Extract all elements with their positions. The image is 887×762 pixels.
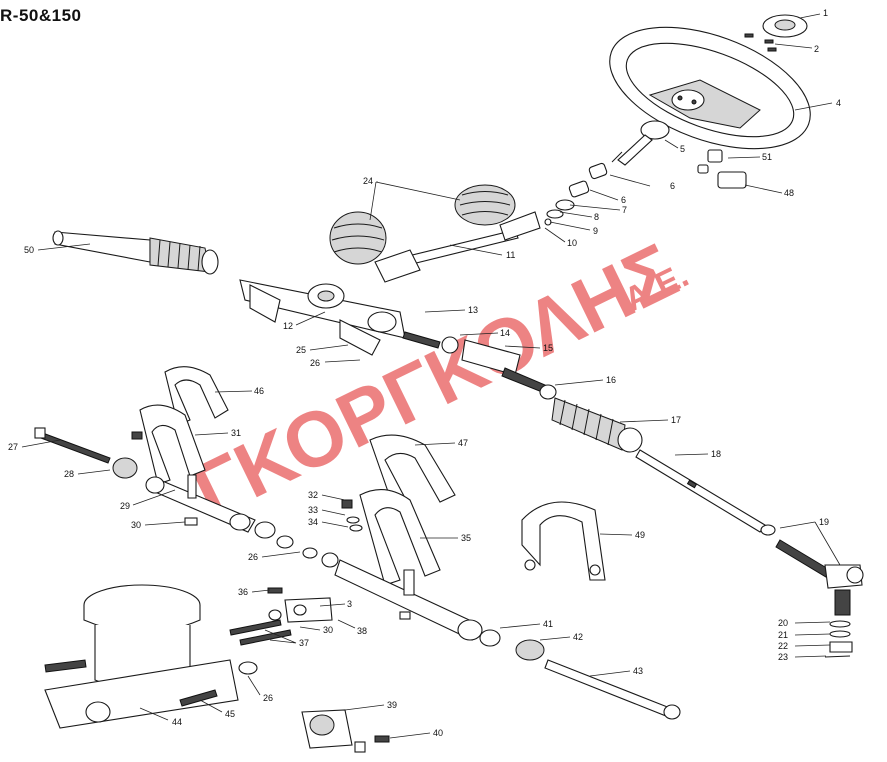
rack-inner <box>441 336 557 400</box>
callout-26c: 26 <box>263 693 273 703</box>
pedal-35 <box>334 489 483 641</box>
callout-35: 35 <box>461 533 471 543</box>
steering-hub <box>611 120 670 166</box>
callout-13: 13 <box>468 305 478 315</box>
callout-27: 27 <box>8 442 18 452</box>
callout-15: 15 <box>543 343 553 353</box>
callout-40: 40 <box>433 728 443 738</box>
callout-3: 3 <box>347 599 352 609</box>
callout-49: 49 <box>635 530 645 540</box>
steering-boots <box>329 184 516 265</box>
callout-50: 50 <box>24 245 34 255</box>
pushrod <box>479 629 681 720</box>
callout-43: 43 <box>633 666 643 676</box>
callout-29: 29 <box>120 501 130 511</box>
steering-column <box>374 211 541 283</box>
callout-34: 34 <box>308 517 318 527</box>
callout-11: 11 <box>506 250 515 260</box>
pedal-hardware <box>34 427 415 620</box>
callout-20: 20 <box>778 618 788 628</box>
callout-28: 28 <box>64 469 74 479</box>
pedal-46 <box>164 366 229 426</box>
switch-39 <box>301 709 390 753</box>
callout-6a: 6 <box>670 181 675 191</box>
tie-rod-hardware <box>824 620 853 658</box>
cap-screws <box>744 33 777 52</box>
callout-47: 47 <box>458 438 468 448</box>
callout-38: 38 <box>357 626 367 636</box>
callout-2: 2 <box>814 44 819 54</box>
pedal-31 <box>139 404 256 533</box>
tie-rod-end <box>760 524 864 616</box>
callout-14: 14 <box>500 328 510 338</box>
u-bracket <box>521 501 606 581</box>
callout-12: 12 <box>283 321 293 331</box>
callout-36: 36 <box>238 587 248 597</box>
callout-33: 33 <box>308 505 318 515</box>
callout-44: 44 <box>172 717 182 727</box>
master-cylinder-hardware <box>179 587 333 707</box>
callout-17: 17 <box>671 415 681 425</box>
master-cylinder <box>44 584 239 729</box>
callout-16: 16 <box>606 375 616 385</box>
callout-4: 4 <box>836 98 841 108</box>
tie-rod <box>635 449 766 533</box>
callout-22: 22 <box>778 641 788 651</box>
diagram-title: R-50&150 <box>0 6 82 25</box>
callout-45: 45 <box>225 709 235 719</box>
steering-wheel <box>609 26 811 150</box>
callout-37: 37 <box>299 638 309 648</box>
callout-5: 5 <box>680 144 685 154</box>
callout-9: 9 <box>593 226 598 236</box>
rack-boot-right <box>551 397 643 453</box>
callout-26b: 26 <box>248 552 258 562</box>
callout-39: 39 <box>387 700 397 710</box>
callout-42: 42 <box>573 632 583 642</box>
callout-18: 18 <box>711 449 721 459</box>
callout-41: 41 <box>543 619 553 629</box>
rack-boot-left <box>52 230 219 275</box>
callout-8: 8 <box>594 212 599 222</box>
callout-25: 25 <box>296 345 306 355</box>
callout-32: 32 <box>308 490 318 500</box>
horn-cap <box>762 14 808 38</box>
callout-30a: 30 <box>131 520 141 530</box>
callout-numbers: 1 2 4 5 51 6 6 48 7 8 9 10 24 11 50 12 1… <box>8 8 841 738</box>
callout-48: 48 <box>784 188 794 198</box>
callout-46: 46 <box>254 386 264 396</box>
callout-19: 19 <box>819 517 829 527</box>
callout-21: 21 <box>778 630 788 640</box>
leader-lines <box>21 13 841 739</box>
rack-housing <box>239 279 441 356</box>
callout-26a: 26 <box>310 358 320 368</box>
callout-24: 24 <box>363 176 373 186</box>
callout-23: 23 <box>778 652 788 662</box>
callout-10: 10 <box>567 238 577 248</box>
callout-1: 1 <box>823 8 828 18</box>
key-switch-parts <box>697 149 747 189</box>
callout-6b: 6 <box>621 195 626 205</box>
callout-7: 7 <box>622 205 627 215</box>
bushings <box>544 162 608 226</box>
callout-51: 51 <box>762 152 772 162</box>
callout-30b: 30 <box>323 625 333 635</box>
callout-31: 31 <box>231 428 241 438</box>
pedal-47 <box>369 434 456 504</box>
